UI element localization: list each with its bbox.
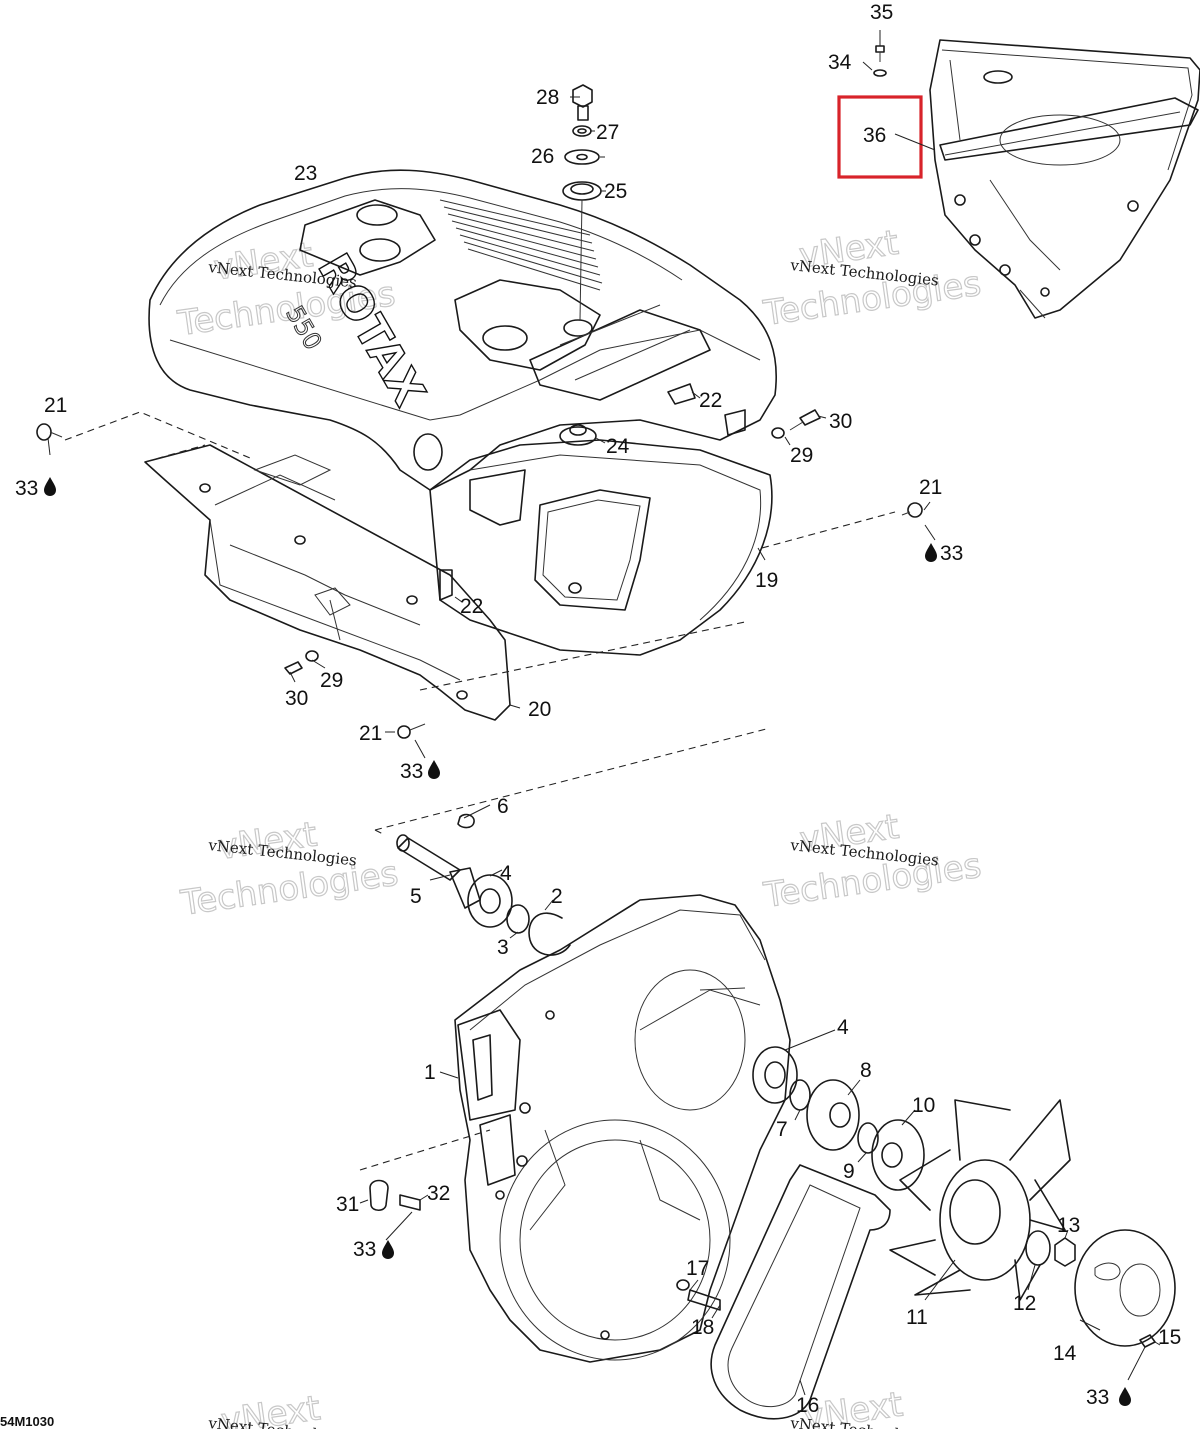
callout-3: 3 xyxy=(497,936,509,959)
screw-21-lower xyxy=(397,725,411,739)
screw-21-left xyxy=(36,423,52,441)
callout-28: 28 xyxy=(536,86,559,109)
callout-31: 31 xyxy=(336,1193,359,1216)
screw-30-right xyxy=(799,409,821,426)
drop-icon xyxy=(1119,1387,1131,1406)
callout-4-top: 4 xyxy=(500,862,512,885)
callout-33-br: 33 xyxy=(1086,1386,1109,1409)
screw-21-right xyxy=(907,502,923,518)
washer-27 xyxy=(572,125,592,137)
bolt-18 xyxy=(687,1289,721,1311)
drop-icon xyxy=(382,1240,394,1259)
callout-24: 24 xyxy=(606,435,630,458)
callout-7: 7 xyxy=(776,1118,788,1141)
callout-26: 26 xyxy=(531,145,554,168)
threadlocker-drops xyxy=(44,477,1131,1406)
callout-13: 13 xyxy=(1057,1214,1080,1237)
fan-11 xyxy=(889,1099,1071,1301)
callout-4-bottom: 4 xyxy=(837,1016,849,1039)
callout-36: 36 xyxy=(863,124,886,147)
callout-21-right: 21 xyxy=(919,476,942,499)
callout-35: 35 xyxy=(870,1,893,24)
pulley-half-8 xyxy=(806,1079,860,1151)
figure-code: 54M1030 xyxy=(0,1414,54,1429)
drop-icon xyxy=(44,477,56,496)
cowl-left-recess xyxy=(299,199,436,276)
cap-14 xyxy=(1074,1229,1176,1347)
callout-25: 25 xyxy=(604,180,627,203)
callout-22-top: 22 xyxy=(699,389,722,412)
callout-9: 9 xyxy=(843,1160,855,1183)
lower-duct-20 xyxy=(144,444,511,721)
shaft-assembly xyxy=(396,813,571,956)
callout-6: 6 xyxy=(497,795,509,818)
callout-1: 1 xyxy=(424,1061,436,1084)
callout-30-right: 30 xyxy=(829,410,852,433)
leader-lines xyxy=(47,30,1161,1396)
callout-11: 11 xyxy=(906,1306,928,1329)
fan-housing-front xyxy=(429,439,773,656)
callout-10: 10 xyxy=(912,1094,935,1117)
callout-5: 5 xyxy=(410,885,422,908)
spacer-3 xyxy=(506,904,530,934)
drop-icon xyxy=(925,543,937,562)
callout-34: 34 xyxy=(828,51,852,74)
belt-16 xyxy=(710,1164,891,1420)
cowl-top-shell xyxy=(148,169,778,491)
callout-32: 32 xyxy=(427,1182,450,1205)
callout-22-bottom: 22 xyxy=(460,595,483,618)
nut-13 xyxy=(1054,1237,1076,1267)
washer-29-lower xyxy=(305,650,319,662)
washer-29-right xyxy=(771,427,785,439)
callout-29-right: 29 xyxy=(790,444,813,467)
callout-12: 12 xyxy=(1013,1292,1036,1315)
callout-16: 16 xyxy=(796,1394,819,1417)
callout-29-lower: 29 xyxy=(320,669,343,692)
circlip-2 xyxy=(528,912,571,956)
drop-icon xyxy=(428,760,440,779)
callout-20: 20 xyxy=(528,698,551,721)
bearing-4-top xyxy=(467,874,513,928)
key-6 xyxy=(457,813,475,829)
washer-12 xyxy=(1025,1230,1051,1266)
shim-9 xyxy=(857,1122,879,1154)
screw-30-lower xyxy=(284,661,303,675)
watermark-big-6: Technologies xyxy=(178,854,401,924)
screw-35 xyxy=(875,45,885,53)
bearing-4-bottom xyxy=(752,1046,798,1104)
callout-27: 27 xyxy=(596,121,619,144)
callout-33-right: 33 xyxy=(940,542,963,565)
clip-22-top xyxy=(667,383,696,405)
callout-2: 2 xyxy=(551,885,563,908)
washer-26 xyxy=(564,149,600,165)
grommet-24 xyxy=(559,426,597,446)
callout-8: 8 xyxy=(860,1059,872,1082)
pulley-half-10 xyxy=(871,1119,925,1191)
highlight-box-36 xyxy=(837,95,923,179)
callout-labels: 35 34 36 28 27 26 25 23 22 30 24 29 21 3… xyxy=(15,1,1181,1417)
screw-32 xyxy=(399,1194,421,1211)
callout-30-lower: 30 xyxy=(285,687,308,710)
callout-33-lower: 33 xyxy=(400,760,423,783)
spacer-7 xyxy=(789,1079,811,1111)
callout-14: 14 xyxy=(1053,1342,1077,1365)
upper-fasteners xyxy=(36,409,923,739)
callout-33-left: 33 xyxy=(15,477,38,500)
washer-17 xyxy=(676,1279,690,1291)
callout-21-left: 21 xyxy=(44,394,67,417)
callout-17: 17 xyxy=(686,1257,709,1280)
bolt-28 xyxy=(572,84,593,108)
callout-23: 23 xyxy=(294,162,317,185)
washer-34 xyxy=(873,69,887,77)
callout-15: 15 xyxy=(1158,1326,1181,1349)
fan-housing-1 xyxy=(454,894,791,1363)
callout-19: 19 xyxy=(755,569,778,592)
callout-18: 18 xyxy=(691,1316,714,1339)
grommet-31 xyxy=(369,1179,389,1212)
callout-21-lower: 21 xyxy=(359,722,382,745)
top-fastener-stack xyxy=(562,84,602,321)
callout-33-mid: 33 xyxy=(353,1238,376,1261)
